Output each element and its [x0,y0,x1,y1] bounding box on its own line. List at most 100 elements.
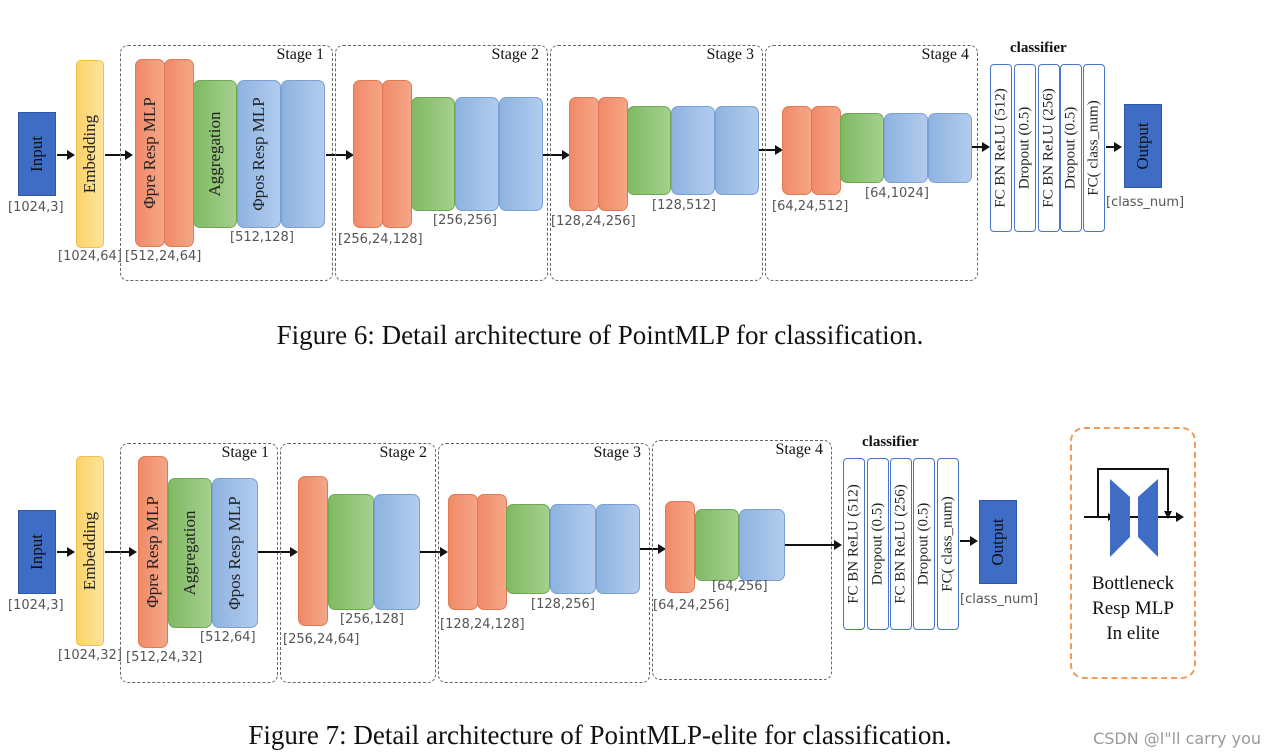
fig6-stage4-aggregation [840,113,884,183]
fig6-stage2-aggregation [411,97,455,211]
fig7-stage1: Stage 1 [120,443,278,683]
fig6-stage4: Stage 4 [765,45,978,281]
fig7-output-label: Output [988,518,1007,566]
fig7-stage4-dim-b: [64,256] [712,579,768,594]
fig6-stage3-dim-a: [128,24,256] [551,214,636,229]
fig7-embedding-label: Embedding [80,511,99,591]
fig7-stage3: Stage 3 [438,443,650,683]
fig6-arrow-stage1 [326,150,354,160]
fig7-stage1-pos-label: Φpos Resp MLP [225,496,244,610]
fig6-classifier-layer-3-label: FC BN ReLU (256) [1040,88,1057,208]
fig6-caption: Figure 6: Detail architecture of PointML… [276,320,924,350]
fig7-stage4-pos-mlp [739,509,785,581]
bottleneck-diagram-icon [1084,468,1184,557]
fig6-stage4-dim-b: [64,1024] [865,186,929,201]
watermark: CSDN @l"ll carry you [1093,729,1261,748]
fig7-stage3-title: Stage 3 [593,444,641,461]
fig7-stage1-pre-mlp: Φpre Resp MLP [138,456,168,648]
fig6-arrow-stage4 [972,142,990,152]
fig7-output-dim: [class_num] [960,592,1039,607]
fig6-stage4-pos-mlp-a [884,113,928,183]
fig6-stage3-title: Stage 3 [706,46,754,63]
fig6-stage2-pre-mlp-b [382,80,412,228]
fig6-stage1-pos-mlp-b [281,80,325,228]
fig6-stage2-title: Stage 2 [491,46,539,63]
fig6-arrow-stage3 [759,145,783,155]
fig7-classifier-layer-1-label: FC BN ReLU (512) [845,484,862,604]
fig7-classifier-layer-4-label: Dropout (0.5) [915,502,932,586]
fig6-output-block: Output [1124,104,1162,188]
fig7-classifier-layer-5-label: FC( class_num) [939,496,956,592]
fig6-stage3-pos-mlp-a [671,106,715,195]
fig7-arrow-stage2 [420,547,448,557]
fig7-arrow-stage1 [258,547,298,557]
fig6-arrow-classifier [1106,142,1122,152]
fig7-stage3-dim-b: [128,256] [531,597,595,612]
fig6-embedding-dim: [1024,64] [58,249,122,264]
fig6-classifier-layer-2-label: Dropout (0.5) [1016,106,1033,190]
fig6-stage1-agg-label: Aggregation [205,111,224,197]
fig6-arrow-stage2 [543,150,570,160]
fig6-classifier-layer-1-label: FC BN ReLU (512) [992,88,1009,208]
fig7-stage1-aggregation: Aggregation [168,478,212,628]
bottleneck-line-3: In elite [1106,623,1160,644]
fig6-input-dim: [1024,3] [8,200,64,215]
fig6-stage1-pre-mlp-b [164,59,194,247]
fig7-caption: Figure 7: Detail architecture of PointML… [248,720,952,750]
fig6-classifier-layer-5-label: FC( class_num) [1085,100,1102,196]
fig7-stage1-title: Stage 1 [221,444,269,461]
fig6-input-label: Input [27,136,46,172]
fig6-output-dim: [class_num] [1106,195,1185,210]
fig6-stage4-dim-a: [64,24,512] [772,199,849,214]
fig6-stage2: Stage 2 [335,45,548,281]
fig7-arrow-input [57,547,75,557]
fig7-classifier-layer-2: Dropout (0.5) [867,458,889,630]
fig7-embedding-dim: [1024,32] [58,648,122,663]
fig7-stage2: Stage 2 [280,443,436,683]
fig6-stage1: Stage 1 [120,45,333,281]
bottleneck-line-2: Resp MLP [1092,598,1174,619]
fig7-output-block: Output [979,500,1017,584]
fig7-stage1-dim-a: [512,24,32] [126,650,203,665]
fig6-stage1-pos-mlp-a: Φpos Resp MLP [237,80,281,228]
fig6-arrow-embedding [105,150,133,160]
fig7-stage1-agg-label: Aggregation [180,510,199,596]
fig7-stage4: Stage 4 [652,440,832,680]
fig7-stage3-pos-mlp-b [596,504,640,594]
fig6-classifier-layer-4: Dropout (0.5) [1060,64,1082,232]
fig7-input-block: Input [18,510,56,594]
fig6-output-label: Output [1133,122,1152,170]
fig7-classifier-layer-3: FC BN ReLU (256) [890,458,912,630]
fig7-classifier-layer-4: Dropout (0.5) [913,458,935,630]
fig6-stage4-pre-mlp-b [811,106,841,195]
fig7-stage2-aggregation [328,494,374,610]
fig7-stage3-dim-a: [128,24,128] [440,617,525,632]
fig6-stage1-pre-label: Φpre Resp MLP [140,97,159,209]
fig7-stage4-aggregation [695,509,739,581]
fig6-stage1-title: Stage 1 [276,46,324,63]
fig6-arrow-input [57,150,75,160]
fig7-stage2-pos-mlp [374,494,420,610]
fig7-arrow-classifier [960,536,978,546]
fig7-stage2-dim-b: [256,128] [340,612,404,627]
fig7-stage3-pre-mlp-a [448,494,478,610]
fig7-arrow-stage4 [785,540,842,550]
fig7-stage4-pre-mlp [665,501,695,593]
fig6-stage1-aggregation: Aggregation [193,80,237,228]
fig6-stage2-dim-a: [256,24,128] [338,232,423,247]
fig7-classifier-layer-2-label: Dropout (0.5) [869,502,886,586]
fig6-classifier-layer-3: FC BN ReLU (256) [1038,64,1060,232]
bottleneck-line-1: Bottleneck [1091,573,1175,594]
fig6-stage3-aggregation [627,106,671,195]
fig7-classifier-layer-1: FC BN ReLU (512) [843,458,865,630]
fig7-classifier-layer-5: FC( class_num) [937,458,959,630]
fig6-stage4-title: Stage 4 [921,46,969,63]
fig7-stage2-dim-a: [256,24,64] [283,632,360,647]
fig7-stage4-title: Stage 4 [775,441,823,458]
fig6-stage3-pre-mlp-a [569,97,599,211]
fig7-classifier-title: classifier [862,434,919,450]
fig6-classifier-layer-4-label: Dropout (0.5) [1062,106,1079,190]
fig6-embedding-block: Embedding [76,60,104,248]
fig7-input-label: Input [27,534,46,570]
fig7-input-dim: [1024,3] [8,598,64,613]
